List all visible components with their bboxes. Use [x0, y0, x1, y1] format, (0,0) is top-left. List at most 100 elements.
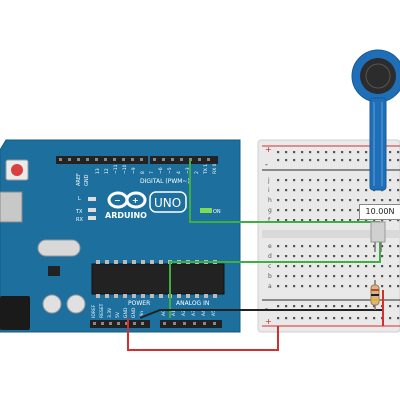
terminal-hole[interactable]: [389, 219, 392, 222]
header-pin[interactable]: [95, 158, 98, 161]
terminal-hole[interactable]: [357, 255, 360, 258]
terminal-hole[interactable]: [341, 219, 344, 222]
terminal-hole[interactable]: [349, 285, 352, 288]
terminal-hole[interactable]: [317, 219, 320, 222]
terminal-hole[interactable]: [341, 209, 344, 212]
header-pin[interactable]: [133, 322, 136, 325]
terminal-hole[interactable]: [325, 285, 328, 288]
rail-hole[interactable]: [285, 317, 288, 320]
header-pin[interactable]: [203, 322, 206, 325]
terminal-hole[interactable]: [325, 219, 328, 222]
header-pin[interactable]: [68, 158, 71, 161]
resistor[interactable]: [370, 280, 380, 310]
header-pin[interactable]: [180, 158, 183, 161]
terminal-hole[interactable]: [389, 199, 392, 202]
terminal-hole[interactable]: [365, 219, 368, 222]
terminal-hole[interactable]: [285, 275, 288, 278]
terminal-hole[interactable]: [373, 255, 376, 258]
header-pin[interactable]: [163, 322, 166, 325]
rail-hole[interactable]: [341, 159, 344, 162]
terminal-hole[interactable]: [301, 285, 304, 288]
rail-hole[interactable]: [389, 305, 392, 308]
rail-hole[interactable]: [293, 159, 296, 162]
terminal-hole[interactable]: [341, 179, 344, 182]
rail-hole[interactable]: [389, 159, 392, 162]
terminal-hole[interactable]: [285, 255, 288, 258]
rail-hole[interactable]: [397, 305, 400, 308]
terminal-hole[interactable]: [325, 199, 328, 202]
terminal-hole[interactable]: [365, 245, 368, 248]
rail-hole[interactable]: [397, 317, 400, 320]
wires[interactable]: [127, 160, 384, 351]
rail-hole[interactable]: [333, 305, 336, 308]
rail-hole[interactable]: [365, 159, 368, 162]
header-pin[interactable]: [101, 322, 104, 325]
header-pin[interactable]: [125, 322, 128, 325]
terminal-hole[interactable]: [285, 209, 288, 212]
terminal-hole[interactable]: [333, 245, 336, 248]
terminal-hole[interactable]: [301, 209, 304, 212]
terminal-hole[interactable]: [277, 275, 280, 278]
terminal-hole[interactable]: [317, 209, 320, 212]
terminal-hole[interactable]: [381, 219, 384, 222]
rail-hole[interactable]: [365, 317, 368, 320]
terminal-hole[interactable]: [381, 255, 384, 258]
header-pin[interactable]: [109, 322, 112, 325]
terminal-hole[interactable]: [365, 199, 368, 202]
header-pin[interactable]: [189, 158, 192, 161]
terminal-hole[interactable]: [333, 209, 336, 212]
terminal-hole[interactable]: [365, 255, 368, 258]
rail-hole[interactable]: [373, 317, 376, 320]
header-pin[interactable]: [113, 158, 116, 161]
terminal-hole[interactable]: [277, 265, 280, 268]
rail-hole[interactable]: [293, 317, 296, 320]
terminal-hole[interactable]: [365, 275, 368, 278]
rail-hole[interactable]: [309, 151, 312, 154]
terminal-hole[interactable]: [317, 199, 320, 202]
terminal-hole[interactable]: [389, 275, 392, 278]
header-pin[interactable]: [131, 158, 134, 161]
header-pin[interactable]: [173, 322, 176, 325]
wire-red-5v[interactable]: [127, 318, 279, 351]
header-pin[interactable]: [59, 158, 62, 161]
terminal-hole[interactable]: [349, 179, 352, 182]
rail-hole[interactable]: [277, 151, 280, 154]
terminal-hole[interactable]: [285, 245, 288, 248]
terminal-hole[interactable]: [325, 255, 328, 258]
terminal-hole[interactable]: [309, 179, 312, 182]
terminal-hole[interactable]: [301, 179, 304, 182]
header-pin[interactable]: [140, 158, 143, 161]
rail-hole[interactable]: [365, 151, 368, 154]
rail-hole[interactable]: [293, 151, 296, 154]
terminal-hole[interactable]: [317, 285, 320, 288]
header-pin[interactable]: [193, 322, 196, 325]
terminal-hole[interactable]: [389, 285, 392, 288]
rail-hole[interactable]: [309, 159, 312, 162]
terminal-hole[interactable]: [277, 179, 280, 182]
rail-hole[interactable]: [301, 317, 304, 320]
rail-hole[interactable]: [317, 305, 320, 308]
terminal-hole[interactable]: [349, 275, 352, 278]
header-pin[interactable]: [162, 158, 165, 161]
terminal-hole[interactable]: [285, 189, 288, 192]
terminal-hole[interactable]: [341, 265, 344, 268]
terminal-hole[interactable]: [389, 265, 392, 268]
terminal-hole[interactable]: [309, 275, 312, 278]
terminal-hole[interactable]: [309, 189, 312, 192]
rail-hole[interactable]: [349, 151, 352, 154]
terminal-hole[interactable]: [309, 255, 312, 258]
rail-hole[interactable]: [373, 305, 376, 308]
terminal-hole[interactable]: [373, 265, 376, 268]
terminal-hole[interactable]: [397, 285, 400, 288]
header-pin[interactable]: [77, 158, 80, 161]
terminal-hole[interactable]: [301, 245, 304, 248]
terminal-hole[interactable]: [333, 199, 336, 202]
rail-hole[interactable]: [341, 151, 344, 154]
terminal-hole[interactable]: [301, 255, 304, 258]
terminal-hole[interactable]: [309, 265, 312, 268]
header-pin[interactable]: [198, 158, 201, 161]
terminal-hole[interactable]: [349, 255, 352, 258]
rail-hole[interactable]: [309, 305, 312, 308]
rail-hole[interactable]: [397, 151, 400, 154]
terminal-hole[interactable]: [293, 285, 296, 288]
